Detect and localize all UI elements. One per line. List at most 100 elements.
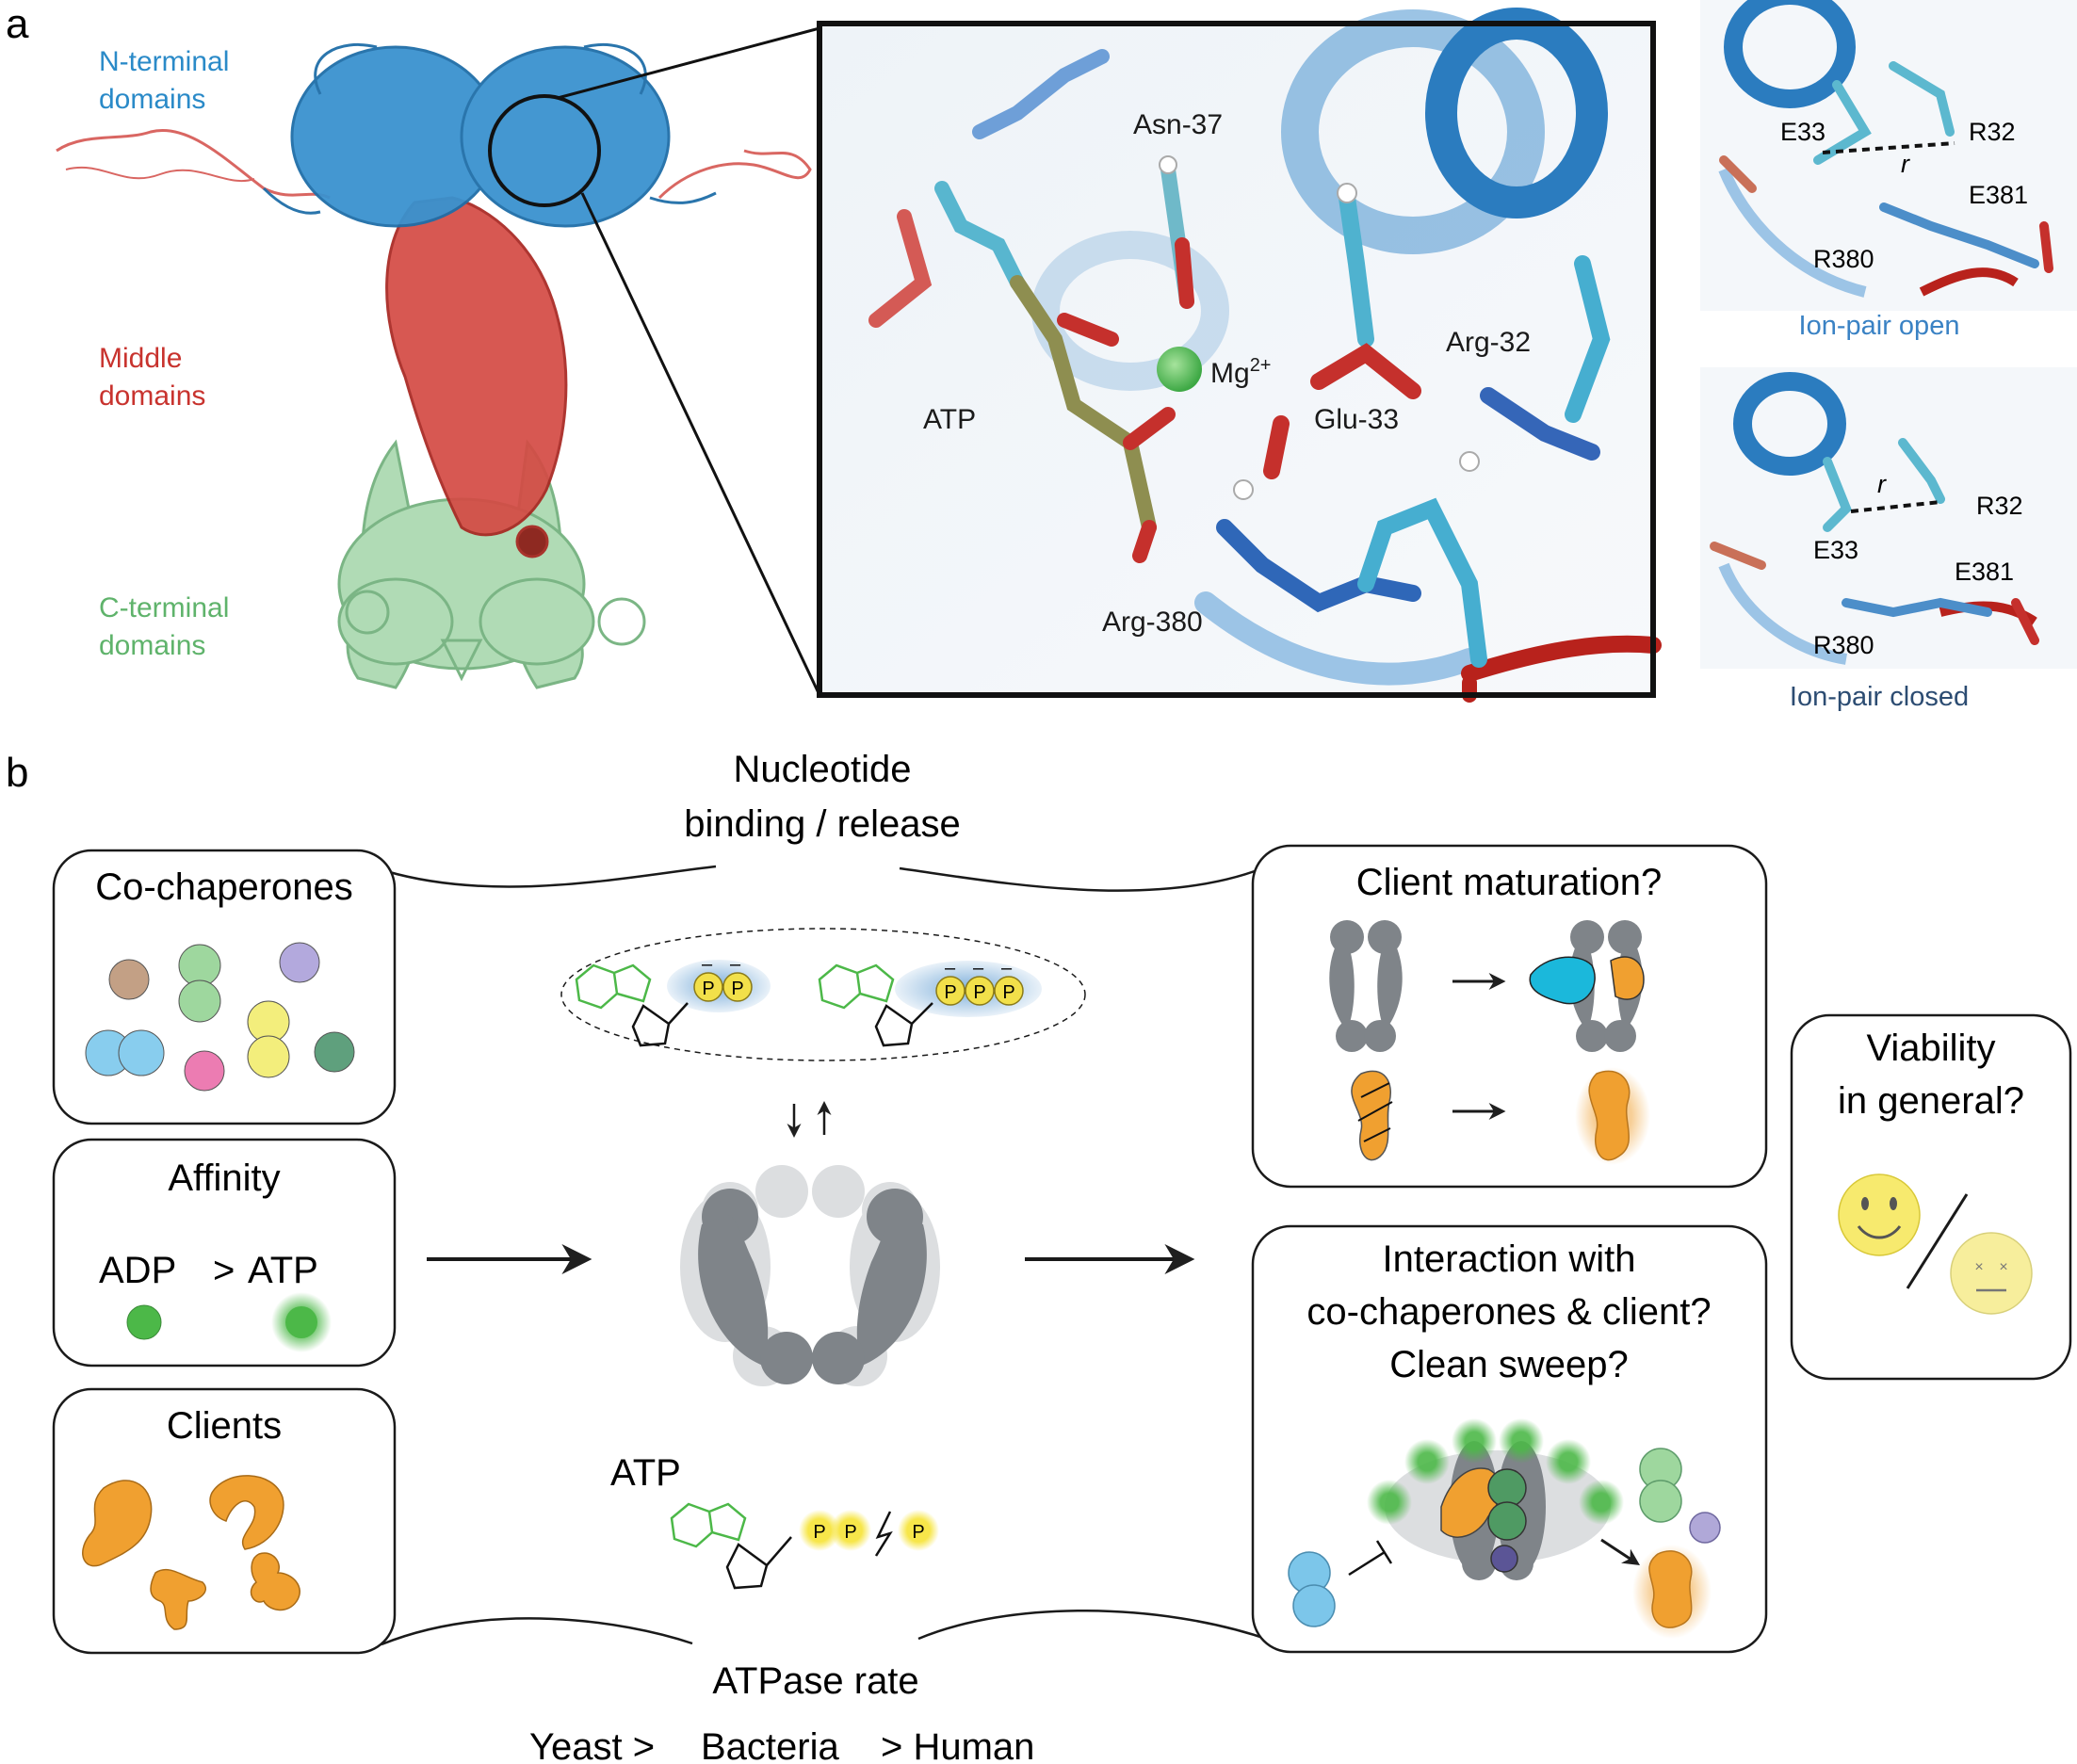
cochaperone-cyan — [1529, 956, 1596, 1005]
free-green-bottom — [1639, 1480, 1682, 1523]
closed-e33-label: E33 — [1813, 536, 1858, 564]
asn37-residue — [1159, 155, 1194, 309]
c-terminal-label-line2: domains — [99, 630, 205, 661]
atp-dot — [285, 1306, 317, 1338]
cochaperone-shapes — [85, 942, 355, 1092]
arg380-label: Arg-380 — [1102, 607, 1203, 638]
hydrolysis-base-ring — [670, 1502, 747, 1548]
ion-pair-open-caption: Ion-pair open — [1799, 311, 1960, 341]
client-maturation-title: Client maturation? — [1356, 862, 1663, 903]
ion-pair-closed-image — [1700, 367, 2077, 669]
ion-pair-open-image — [1700, 0, 2077, 311]
cochaperone-purple — [279, 942, 320, 983]
client-shape-3 — [150, 1568, 207, 1630]
dead-face-icon: × × — [1950, 1232, 2033, 1315]
cochaperone-pink — [184, 1050, 225, 1092]
viability-box — [1790, 1013, 2072, 1381]
atp-charge-3: – — [1001, 958, 1013, 979]
mg-label: Mg2+ — [1210, 355, 1272, 389]
cochaperone-brown — [108, 959, 150, 1000]
adp-charge-2: – — [730, 954, 741, 975]
hydrolysis-sugar — [725, 1543, 769, 1590]
open-r32-label: R32 — [1969, 118, 2016, 146]
mg-charge: 2+ — [1250, 355, 1272, 376]
interaction-title-line3: Clean sweep? — [1389, 1344, 1629, 1385]
clients-title: Clients — [167, 1405, 282, 1447]
zoom-circle — [488, 94, 601, 207]
middle-domain-shape — [56, 129, 812, 558]
mg-symbol: Mg — [1210, 358, 1250, 389]
arg32-label: Arg-32 — [1446, 327, 1531, 358]
viability-title-line1: Viability — [1866, 1028, 1995, 1069]
cochaperone-teal — [314, 1031, 355, 1073]
cochaperone-green-top — [178, 944, 221, 987]
affinity-gt: > — [213, 1250, 235, 1291]
nucleotide-oval — [560, 928, 1086, 1061]
n-terminal-domain-shape — [262, 42, 717, 228]
affinity-adp: ADP — [99, 1250, 176, 1291]
adp-base-ring — [575, 963, 652, 1010]
folded-client-icon — [1575, 1067, 1650, 1165]
cleavage-mark — [874, 1511, 893, 1557]
hydrolysis-p2-glow — [830, 1510, 871, 1551]
interaction-title-line1: Interaction with — [1382, 1238, 1635, 1280]
inhibition-bar — [1375, 1540, 1393, 1564]
client-shape-1 — [82, 1480, 153, 1567]
adp-p1 — [693, 972, 723, 1002]
viability-title-line2: in general? — [1838, 1080, 2024, 1122]
atp-green-dots — [1367, 1418, 1624, 1525]
closed-r380-label: R380 — [1813, 631, 1874, 659]
client-shapes — [82, 1475, 300, 1630]
cochaperone-blue-right — [118, 1029, 165, 1076]
glu33-label: Glu-33 — [1314, 404, 1399, 435]
atp-p3-text: P — [1002, 982, 1014, 1003]
hydrolysis-p1-glow — [799, 1510, 840, 1551]
cochaperone-green-bottom — [178, 979, 221, 1023]
open-r380-label: R380 — [1813, 245, 1874, 273]
open-e381-label: E381 — [1969, 181, 2028, 209]
atp-charge-2: – — [973, 958, 984, 979]
adp-dot — [126, 1304, 162, 1340]
atp-molecule-oval: P P P – – – — [818, 958, 1042, 1047]
happy-face-icon — [1838, 1173, 1921, 1256]
connector-top-left — [385, 865, 717, 888]
open-r-label: r — [1901, 150, 1910, 178]
ion-pair-closed-caption: Ion-pair closed — [1790, 682, 1969, 712]
atp-p3 — [994, 976, 1024, 1006]
arg32-residue — [1459, 255, 1611, 472]
release-arrow — [1600, 1538, 1641, 1565]
closed-r-label: r — [1877, 470, 1887, 498]
glu33-residue — [1263, 183, 1421, 479]
nucleotide-label-line2: binding / release — [684, 803, 961, 845]
free-blue-bottom — [1292, 1584, 1336, 1627]
asn37-label: Asn-37 — [1133, 109, 1223, 140]
connector-top-right — [899, 863, 1273, 892]
inhibition-line — [1348, 1550, 1386, 1577]
atp-p1-text: P — [944, 982, 956, 1003]
svg-text:×: × — [1999, 1259, 2007, 1275]
closed-e381-label: E381 — [1955, 558, 2014, 586]
rate-yeast: Yeast > — [529, 1726, 655, 1764]
unfolded-client-icon — [1351, 1070, 1393, 1161]
hydrolysis-p3-text: P — [912, 1522, 924, 1543]
interaction-title-line2: co-chaperones & client? — [1306, 1291, 1711, 1333]
closed-dimer-with-client-icon — [1529, 920, 1645, 1052]
active-site-zoom-panel — [817, 8, 1662, 703]
atp-hydrolysis-label: ATP — [610, 1452, 681, 1494]
rate-human: > Human — [881, 1726, 1034, 1764]
c-terminal-label-line1: C-terminal — [99, 592, 229, 623]
adp-molecule: P P – – — [575, 954, 771, 1047]
open-dimer-icon — [1329, 920, 1403, 1052]
nucleotide-label-line1: Nucleotide — [733, 749, 911, 790]
open-e33-label: E33 — [1780, 118, 1825, 146]
rate-bacteria: Bacteria — [701, 1726, 839, 1764]
cochaperone-yellow-bottom — [247, 1035, 290, 1078]
hydrolysis-p1-text: P — [813, 1522, 825, 1543]
atp-p2-text: P — [973, 982, 985, 1003]
mg-ion — [1157, 347, 1202, 392]
partially-folded-client — [1610, 956, 1645, 1000]
zoom-line-bottom — [580, 192, 821, 696]
arg380-residue — [1216, 479, 1487, 668]
n-terminal-label-line1: N-terminal — [99, 46, 229, 77]
